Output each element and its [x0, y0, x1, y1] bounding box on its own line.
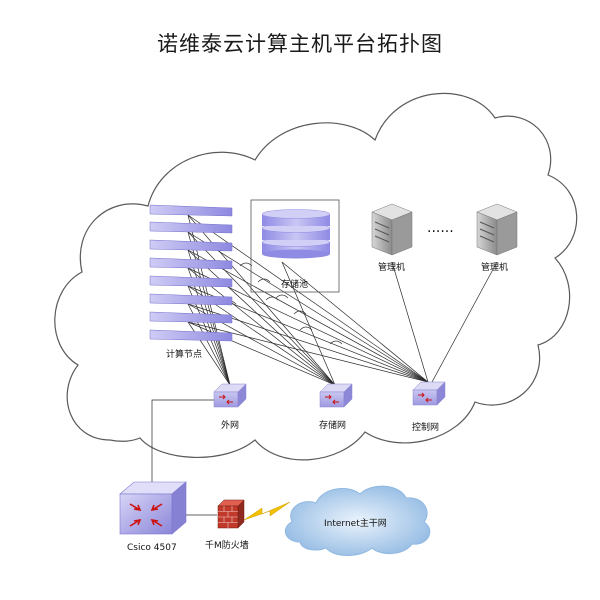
- control-net-label: 控制网: [412, 421, 439, 433]
- switch-icon: [319, 383, 353, 408]
- page-title: 诺维泰云计算主机平台拓扑图: [157, 32, 443, 56]
- storage-disk-icon: [261, 209, 331, 259]
- compute-blade: [149, 204, 233, 217]
- switch-icon: [412, 381, 446, 406]
- manager-server-2: 管理机: [476, 203, 518, 273]
- storage-net-label: 存储网: [319, 419, 346, 431]
- firewall: 千M防火墙: [205, 499, 249, 551]
- compute-blade: [149, 239, 233, 252]
- storage-pool: 存储池: [250, 199, 340, 293]
- cloud-icon: [284, 485, 431, 556]
- compute-blade: [149, 311, 233, 324]
- router-icon: [119, 481, 187, 535]
- connection-lines: [151, 214, 498, 516]
- ellipsis-dots: ······: [427, 224, 454, 240]
- storage-pool-frame: [250, 199, 340, 293]
- manager-server-1: 管理机: [371, 203, 413, 273]
- lightning-icon: [243, 501, 291, 521]
- core-router: Csico 4507: [119, 481, 187, 553]
- compute-blade: [149, 257, 233, 270]
- manager-2-label: 管理机: [481, 261, 508, 273]
- switch-icon: [213, 383, 247, 408]
- server-tower-icon: [371, 203, 413, 256]
- server-tower-icon: [476, 203, 518, 256]
- storage-pool-label: 存储池: [281, 278, 308, 290]
- outer-net-label: 外网: [221, 419, 239, 431]
- firewall-icon: [217, 499, 245, 529]
- manager-1-label: 管理机: [378, 261, 405, 273]
- firewall-label: 千M防火墙: [205, 539, 249, 551]
- core-router-label: Csico 4507: [127, 543, 177, 553]
- compute-node-stack: [149, 204, 233, 342]
- switch-storage-net: 存储网: [319, 383, 353, 431]
- compute-node-label: 计算节点: [166, 348, 202, 360]
- switch-outer-net: 外网: [213, 383, 247, 431]
- internet-label: Internet主干网: [324, 517, 387, 529]
- internet-cloud: Internet主干网: [284, 485, 431, 556]
- compute-blade: [149, 275, 233, 288]
- network-cloud-outline: [54, 92, 578, 461]
- compute-blade: [149, 293, 233, 306]
- compute-blade: [149, 221, 233, 234]
- switch-control-net: 控制网: [412, 381, 446, 433]
- compute-blade: [149, 329, 233, 342]
